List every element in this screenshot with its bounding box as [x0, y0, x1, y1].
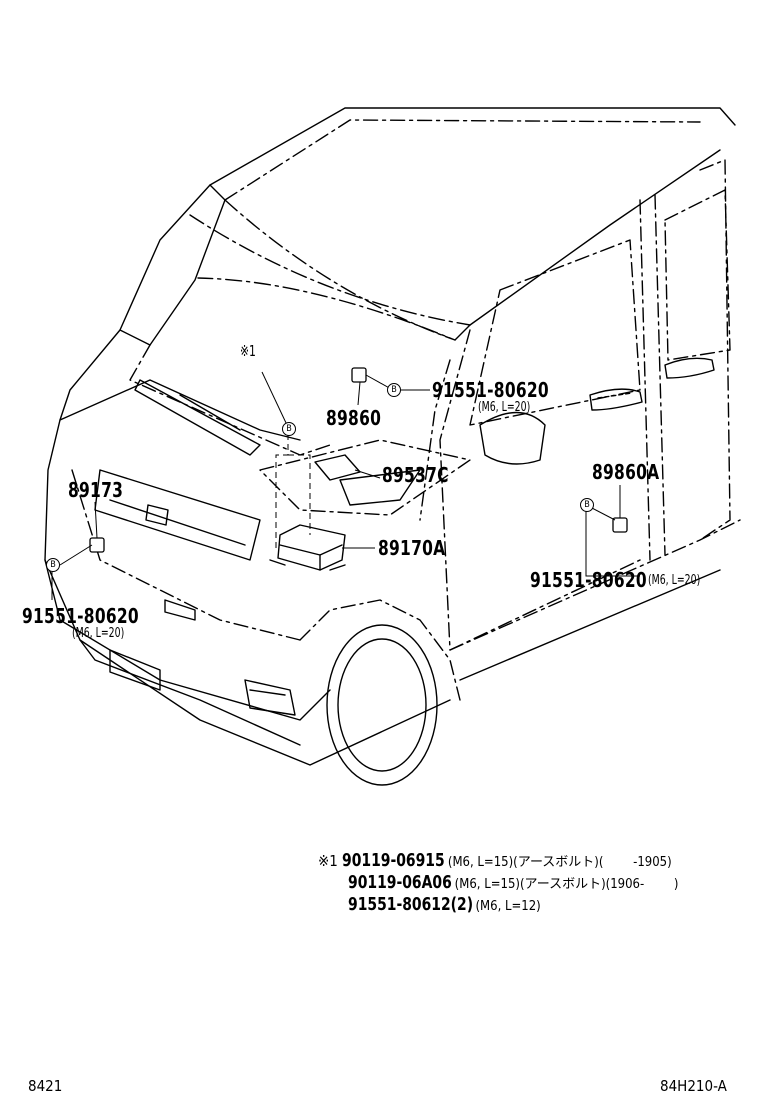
side-mirror [479, 411, 546, 465]
footer-code-right: 84H210-A [660, 1077, 727, 1095]
part-label-89173: 89173 [68, 478, 124, 502]
roof-inner-dashed [224, 119, 701, 201]
spec-label-left: (M6, L=20) [72, 626, 125, 641]
note-row: 91551-80612(2)(M6, L=12) [348, 896, 541, 914]
rear-door-edge [699, 159, 731, 541]
bolt-b-marker: B [580, 498, 594, 512]
part-label-89170A: 89170A [378, 536, 446, 560]
note-spec: (M6, L=15)(アースボルト)( -1905) [447, 855, 672, 870]
windshield-frame [119, 184, 226, 346]
note-row: ※1 90119-06915(M6, L=15)(アースボルト)( -1905) [318, 852, 672, 870]
note-part: 90119-06A06 [348, 872, 452, 893]
door-handle-rear [664, 357, 715, 379]
sensor-89860 [351, 367, 367, 383]
ref-mark-1: ※1 [240, 342, 256, 360]
note-part: 91551-80612(2) [348, 894, 474, 915]
door-handle-front [589, 388, 643, 411]
fog-lamp [244, 679, 296, 716]
roof-outline [209, 107, 736, 186]
part-label-91551-left: 91551-80620 [22, 604, 139, 628]
b-pillar [639, 199, 651, 561]
hood [59, 329, 301, 441]
wiper [134, 379, 261, 456]
sensor-89860A [612, 517, 628, 533]
front-door [439, 329, 641, 651]
rear-door-window [664, 189, 731, 361]
note-spec: (M6, L=12) [475, 899, 541, 914]
part-label-89860: 89860 [326, 406, 382, 430]
part-label-89860A: 89860A [592, 460, 660, 484]
emblem [145, 504, 169, 526]
grille [94, 469, 261, 561]
note-row: 90119-06A06(M6, L=15)(アースボルト)(1906- ) [348, 874, 678, 892]
windshield-glass [197, 199, 456, 341]
part-label-89537C: 89537C [382, 463, 449, 487]
label-sticker [314, 454, 361, 481]
bolt-b-marker: B [282, 422, 296, 436]
bolt-b-marker: B [46, 558, 60, 572]
note-mark: ※1 [318, 852, 338, 870]
footer-code-left: 8421 [28, 1077, 63, 1095]
note-spec: (M6, L=15)(アースボルト)(1906- ) [454, 877, 679, 892]
bolt-b-marker: B [387, 383, 401, 397]
a-pillar [454, 149, 721, 341]
fender [299, 599, 461, 701]
spec-label-right: (M6, L=20) [648, 573, 701, 588]
note-part: 90119-06915 [342, 850, 446, 871]
lower-grille [109, 649, 161, 691]
part-label-91551-right: 91551-80620 [530, 568, 647, 592]
airbag-ecu [277, 524, 346, 571]
spec-label-top: (M6, L=20) [478, 400, 531, 415]
sensor-89173 [89, 537, 105, 553]
headlamp-area [259, 439, 471, 516]
door-window [469, 239, 641, 426]
front-wheel [326, 624, 438, 786]
part-label-91551-top: 91551-80620 [432, 378, 549, 402]
